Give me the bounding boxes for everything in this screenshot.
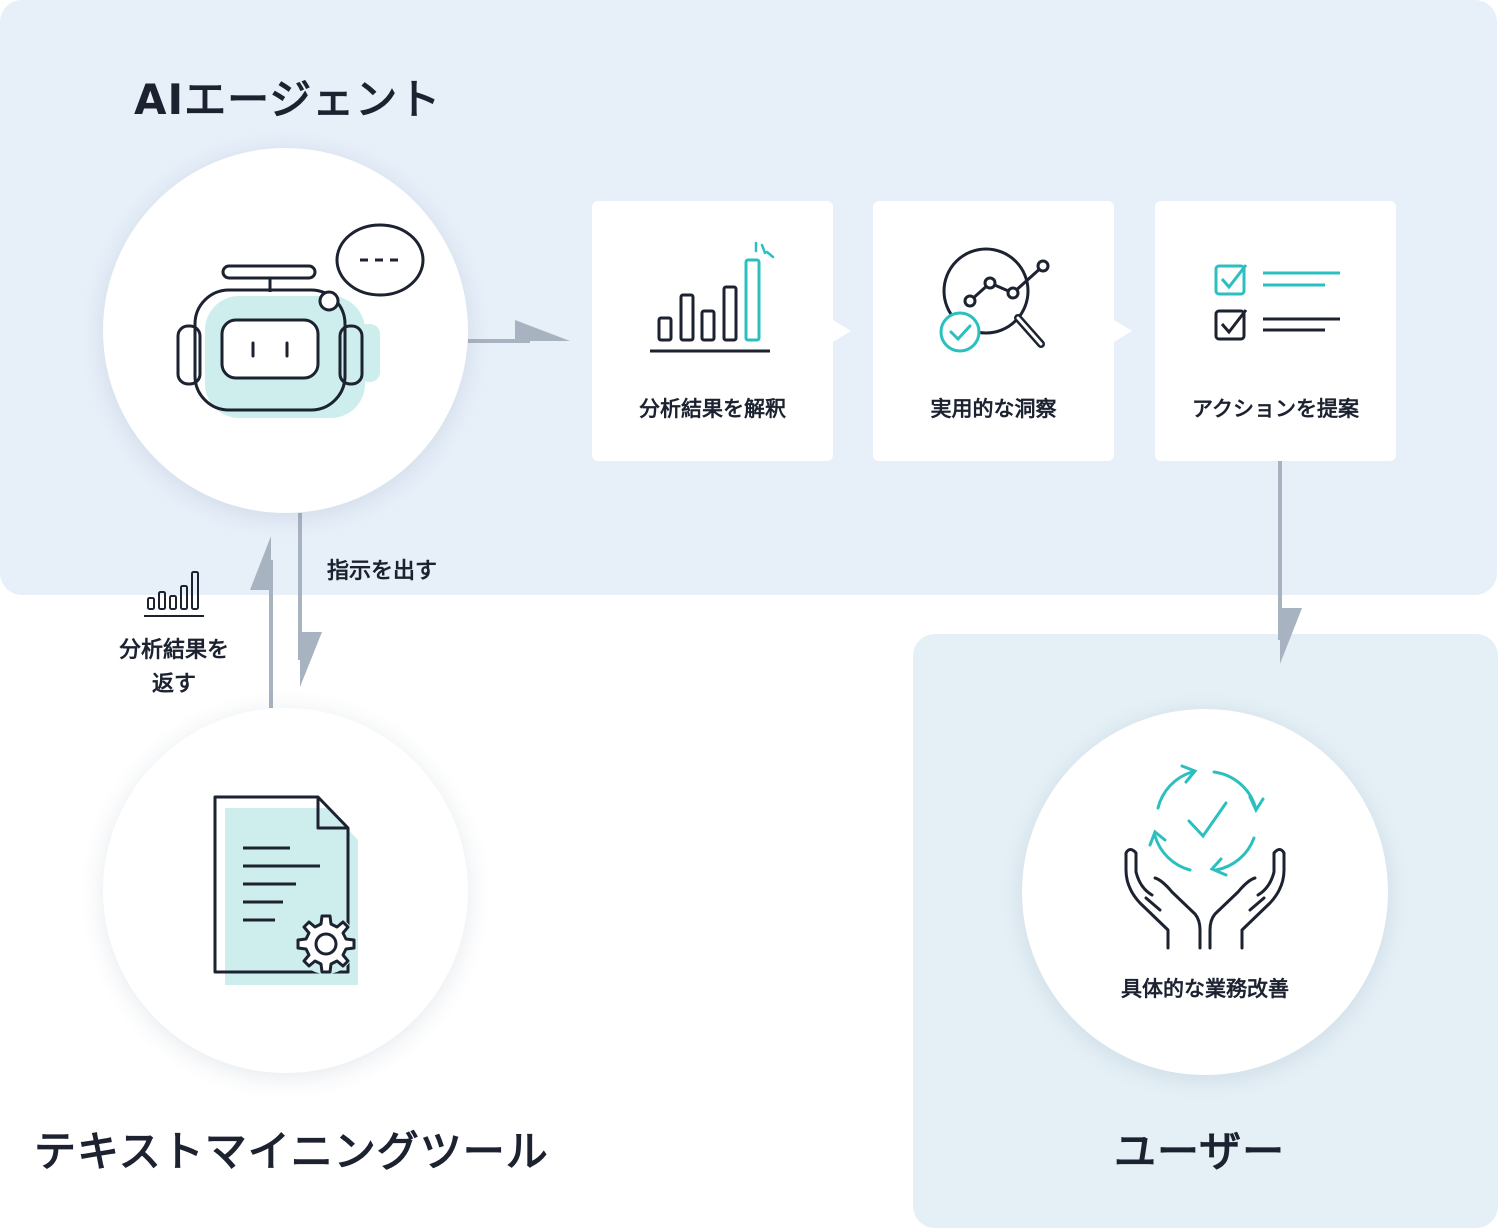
step-card-action: アクションを提案 [1155,201,1396,461]
small-bar-chart-icon [144,571,204,617]
card-connector-1 [833,320,851,342]
arrow-cards-to-user [1278,461,1302,664]
card-connector-2 [1114,320,1132,342]
arrow-agent-to-cards [468,320,570,343]
bar-chart-icon [650,241,775,353]
text-mining-tool-title: テキストマイニングツール [34,1127,549,1176]
hands-cycle-check-icon [1124,764,1286,950]
return-label: 分析結果を 返す [104,634,244,702]
step-label-action: アクションを提案 [1192,397,1359,421]
step-label-analysis: 分析結果を解釈 [639,397,786,421]
ai-agent-circle [103,148,468,513]
step-label-insight: 実用的な洞察 [930,397,1057,421]
business-improvement-label: 具体的な業務改善 [1121,977,1289,1001]
return-label-line-2: 返す [151,672,196,697]
instruct-label: 指示を出す [327,559,438,584]
user-title: ユーザー [1114,1127,1286,1176]
document-gear-icon [213,795,358,985]
arrow-return [250,536,273,708]
step-card-analysis: 分析結果を解釈 [592,201,833,461]
arrow-instruct [298,513,322,687]
user-circle [1022,709,1388,1075]
return-label-line-1: 分析結果を [118,638,229,663]
ai-agent-title: AIエージェント [134,75,442,124]
magnifier-chart-icon [939,247,1050,353]
checklist-icon [1214,264,1340,341]
robot-icon [176,223,425,418]
step-card-insight: 実用的な洞察 [873,201,1114,461]
text-mining-tool-circle [103,708,468,1073]
